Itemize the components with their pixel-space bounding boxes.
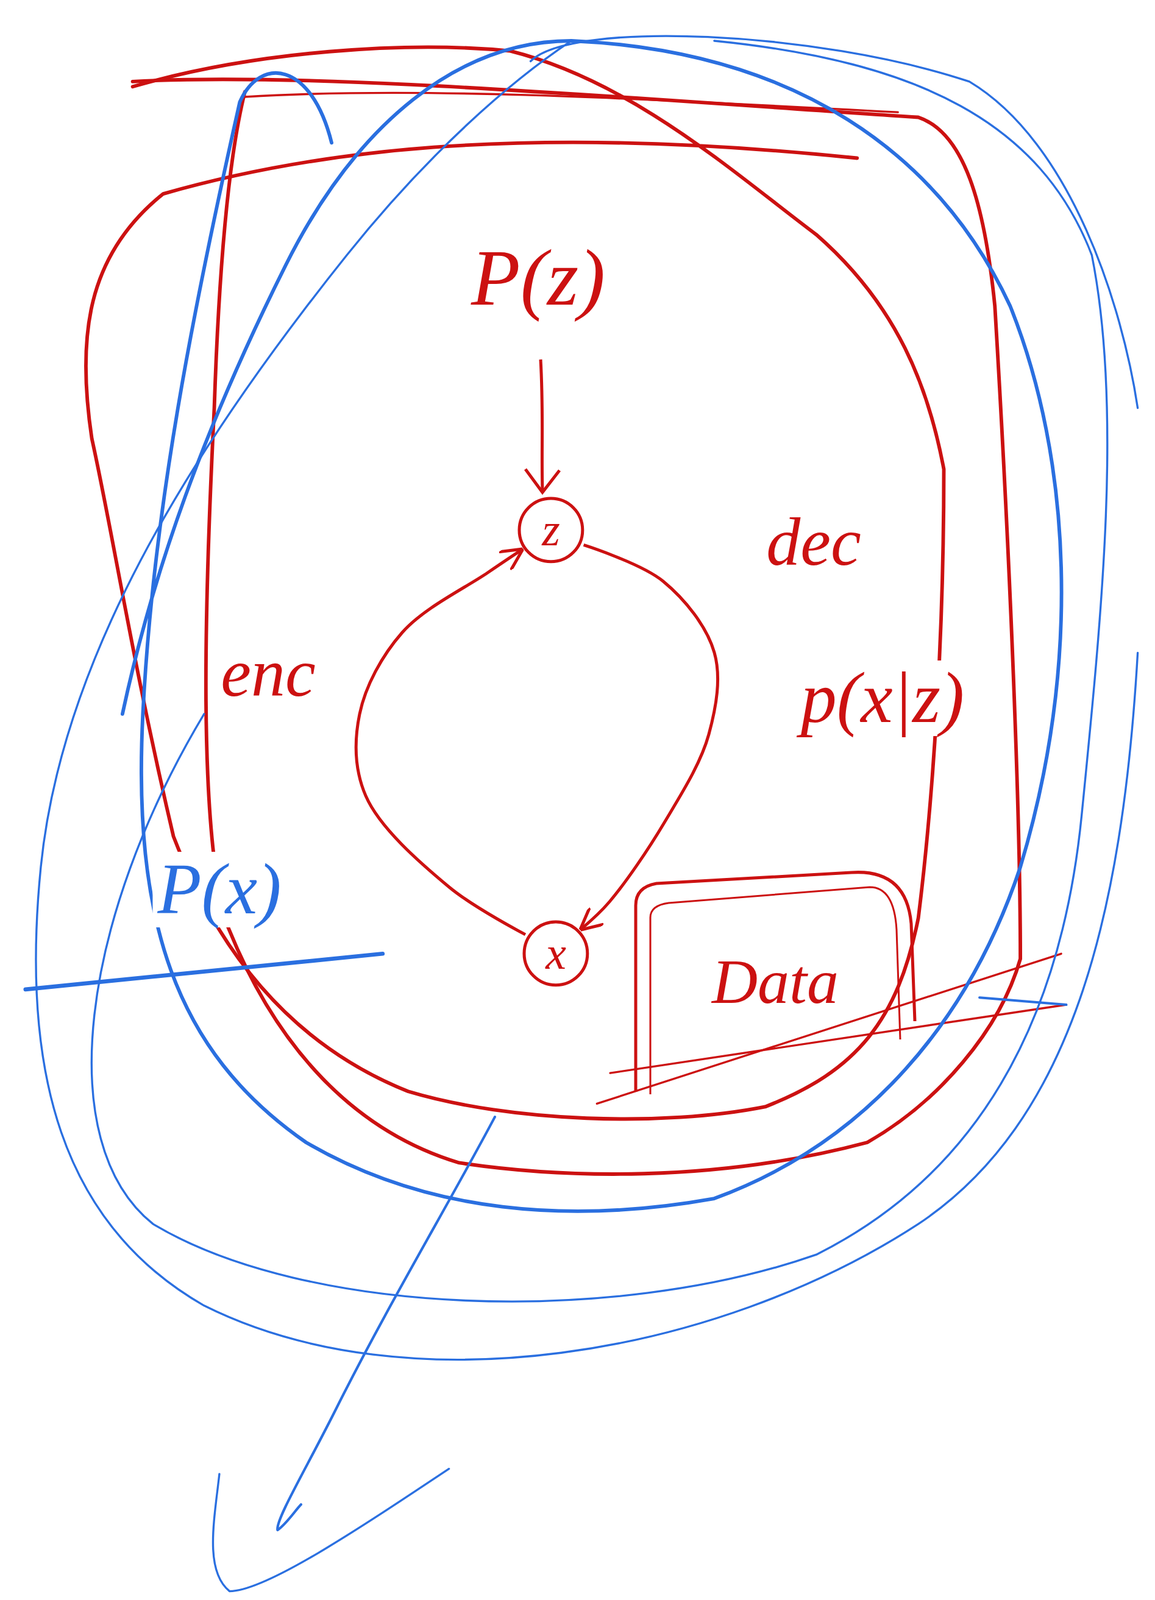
red-outline: [245, 92, 898, 113]
red-stroke: [610, 1005, 1067, 1074]
box-outline: [650, 887, 901, 1095]
prior-arrow: [540, 359, 543, 491]
circle-outline: [524, 922, 588, 986]
node-text: z: [541, 505, 561, 555]
blue-stroke: [277, 1117, 495, 1531]
blue-stroke: [25, 953, 383, 990]
annotation-label: p(x|z): [796, 660, 970, 737]
box-outline: [635, 872, 915, 1093]
circle-outline: [519, 498, 583, 562]
node-text: Data: [711, 948, 839, 1015]
variable-circle: x: [522, 920, 590, 988]
annotation-label: P(x): [152, 852, 286, 928]
blue-stroke: [979, 997, 1067, 1006]
prior-arrow-head: [525, 469, 560, 493]
blue-scribble: [91, 40, 1108, 1302]
blue-scribble: [35, 35, 1138, 1360]
flow-arrow: [355, 550, 526, 935]
node-text: x: [545, 929, 567, 979]
red-outline: [85, 47, 945, 1120]
blue-stroke: [212, 1469, 449, 1593]
annotation-label: P(z): [466, 235, 611, 321]
edge-label: enc: [215, 637, 320, 710]
blue-scribble: [122, 40, 1062, 1212]
edge-label: dec: [761, 506, 866, 579]
variable-circle: z: [517, 496, 585, 564]
flow-arrow: [581, 544, 718, 929]
data-box: Data: [632, 869, 919, 1095]
